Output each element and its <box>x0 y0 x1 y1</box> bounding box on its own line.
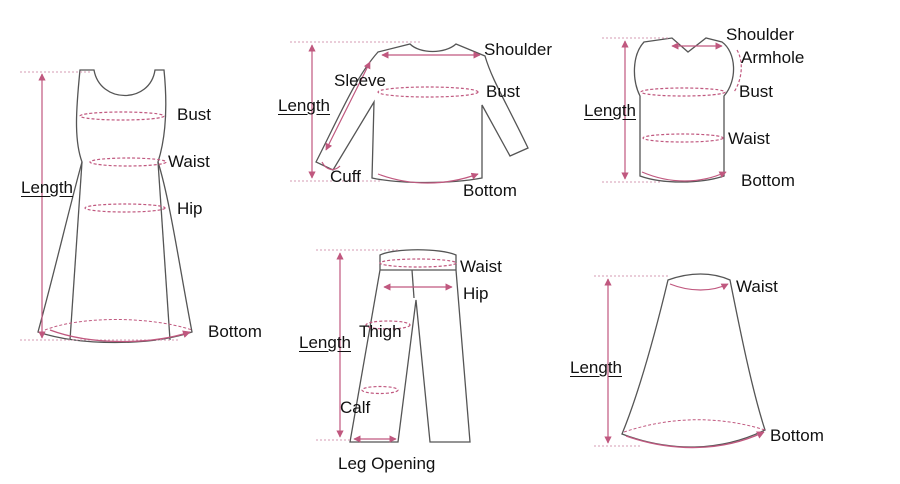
vest-bust-label: Bust <box>739 82 774 101</box>
sweater-sleeve-label: Sleeve <box>334 71 386 90</box>
sweater-illustration <box>315 43 529 184</box>
pants-thigh-label: Thigh <box>359 322 402 341</box>
pants-hip-label: Hip <box>463 284 489 303</box>
sweater-bottom-label: Bottom <box>463 181 517 200</box>
skirt-length-label: Length <box>570 358 622 377</box>
sweater-measure-lines <box>290 41 481 184</box>
skirt-bottom-label: Bottom <box>770 426 824 445</box>
vest-armhole-label: Armhole <box>741 48 805 67</box>
pants-waist-label: Waist <box>460 257 502 276</box>
dress-bottom-label: Bottom <box>208 322 262 341</box>
dress-length-label: Length <box>21 178 73 197</box>
dress-measure-lines <box>20 71 193 343</box>
vest-waist-label: Waist <box>728 129 770 148</box>
pants-calf-label: Calf <box>340 398 371 417</box>
vest-shoulder-label: Shoulder <box>726 25 795 44</box>
pants-measure-lines <box>316 249 457 443</box>
dress-hip-label: Hip <box>177 199 203 218</box>
dress-illustration <box>37 69 193 344</box>
vest-illustration <box>633 37 735 183</box>
vest-length-label: Length <box>584 101 636 120</box>
sweater-cuff-label: Cuff <box>330 167 361 186</box>
skirt-waist-label: Waist <box>736 277 778 296</box>
sweater-shoulder-label: Shoulder <box>484 40 553 59</box>
skirt-measure-lines <box>594 275 766 449</box>
dress-bust-label: Bust <box>177 105 212 124</box>
skirt-illustration <box>621 273 766 448</box>
vest-measure-lines <box>602 37 742 183</box>
sweater-length-label: Length <box>278 96 330 115</box>
pants-leg-opening-label: Leg Opening <box>338 454 436 473</box>
pants-length-label: Length <box>299 333 351 352</box>
sweater-bust-label: Bust <box>486 82 521 101</box>
vest-bottom-label: Bottom <box>741 171 795 190</box>
dress-waist-label: Waist <box>168 152 210 171</box>
